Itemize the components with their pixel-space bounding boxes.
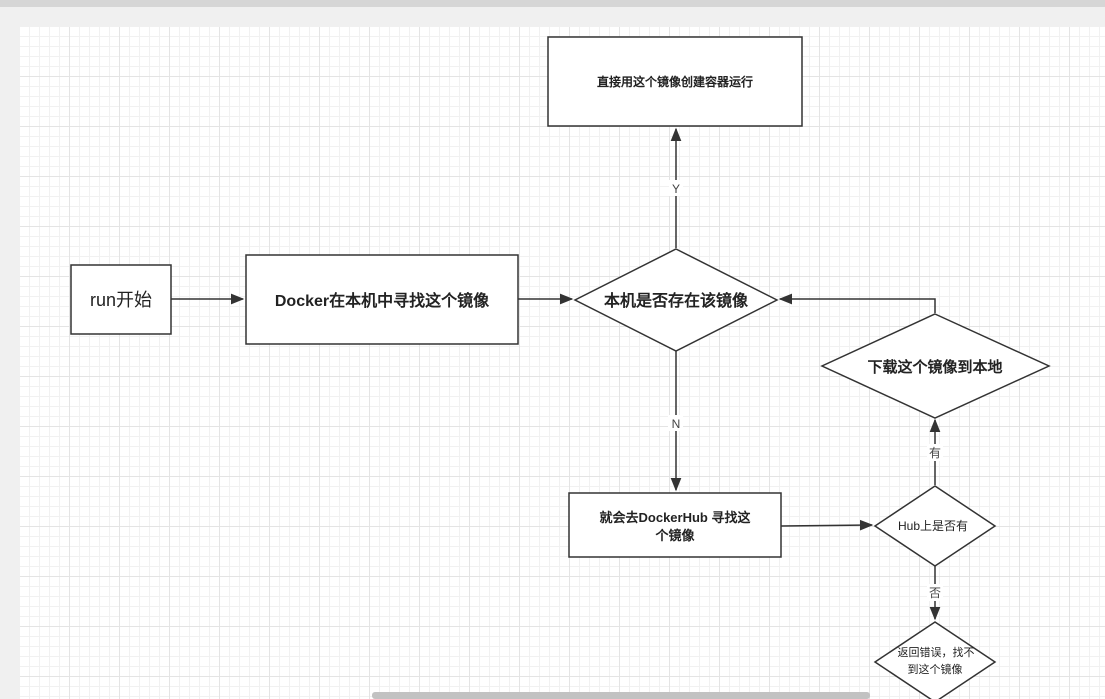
node-search-local[interactable] — [245, 254, 519, 345]
node-hub-has[interactable] — [873, 485, 997, 567]
label-go-dockerhub-line1: 就会去DockerHub 寻找这 — [600, 510, 751, 525]
edge-label-has: 有 — [929, 446, 941, 460]
label-return-error-line2: 到这个镜像 — [908, 662, 963, 676]
label-download-local: 下载这个镜像到本地 — [867, 358, 1002, 376]
label-return-error-line1: 返回错误，找不 — [898, 645, 975, 659]
diagram-canvas[interactable] — [20, 27, 1105, 699]
edge-dockerhub-to-hub-check[interactable] — [780, 519, 874, 531]
label-hub-has: Hub上是否有 — [898, 519, 968, 533]
label-run-start: run开始 — [90, 290, 152, 310]
edge-label-no: N — [672, 417, 681, 431]
label-go-dockerhub-line2: 个镜像 — [654, 528, 695, 543]
horizontal-scrollbar[interactable] — [372, 692, 870, 699]
edge-label-yes: Y — [672, 182, 680, 196]
edge-download-to-decision[interactable] — [778, 293, 936, 313]
node-return-error[interactable] — [873, 621, 997, 699]
node-run-directly[interactable] — [547, 36, 803, 127]
edge-label-not: 否 — [929, 586, 941, 600]
node-run-start[interactable] — [70, 264, 172, 335]
node-exists-local[interactable] — [573, 248, 779, 352]
label-exists-local: 本机是否存在该镜像 — [604, 291, 749, 310]
label-run-directly: 直接用这个镜像创建容器运行 — [597, 74, 753, 89]
top-toolbar-strip — [0, 0, 1105, 7]
node-go-dockerhub[interactable] — [568, 492, 782, 558]
node-download-local[interactable] — [820, 313, 1051, 419]
label-search-local: Docker在本机中寻找这个镜像 — [275, 291, 490, 310]
